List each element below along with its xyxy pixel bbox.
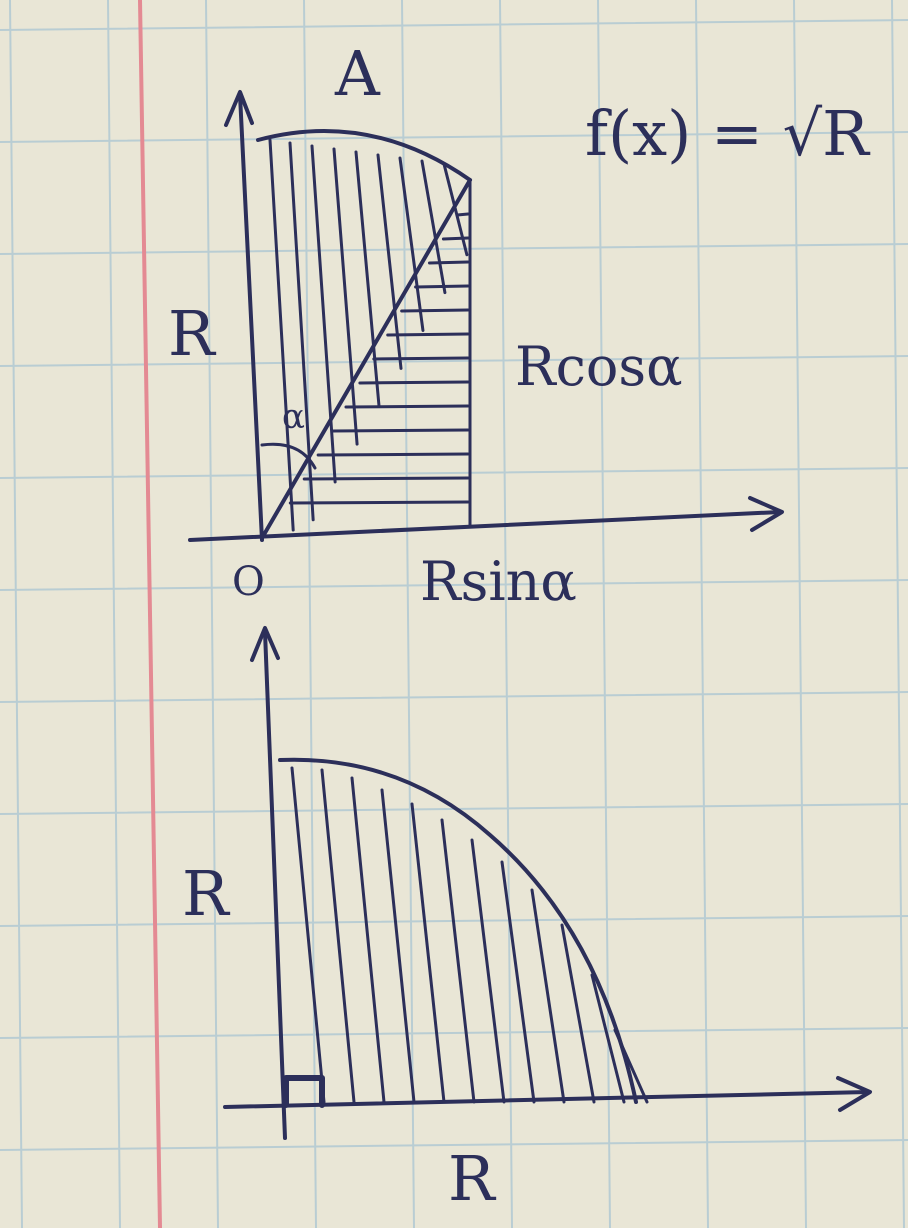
grid-line-vertical <box>9 0 23 1228</box>
hatch-stroke <box>530 888 566 1104</box>
hatch-stroke <box>288 141 315 522</box>
hatch-stroke <box>268 138 295 532</box>
fig2-x-label: R <box>448 1142 497 1215</box>
fig2-x-axis <box>223 1090 870 1109</box>
grid-line-vertical <box>205 0 219 1228</box>
fig1-x-axis <box>188 510 782 542</box>
hatch-stroke <box>376 153 403 370</box>
hatch-stroke <box>441 236 470 241</box>
grid-line-vertical <box>793 0 807 1228</box>
fig1-angle-label: α <box>282 397 305 437</box>
formula-text: f(x) = √R <box>585 97 871 170</box>
hatch-stroke <box>470 838 506 1104</box>
hatch-stroke <box>358 380 470 385</box>
fig2-y-axis <box>263 630 287 1140</box>
grid-line-horizontal <box>0 131 908 143</box>
grid-line-horizontal <box>0 1027 908 1039</box>
hatch-stroke <box>414 284 470 289</box>
fig1-bottom-label: Rsinα <box>420 550 577 613</box>
hatch-stroke <box>560 923 596 1104</box>
hatch-stroke <box>372 356 470 361</box>
hatch-stroke <box>386 332 470 337</box>
grid-line-vertical <box>597 0 611 1228</box>
fig1-vertical-hatching <box>268 138 469 532</box>
margin-line <box>138 0 162 1228</box>
hatch-stroke <box>288 500 470 505</box>
hatch-stroke <box>380 788 416 1104</box>
grid-line-horizontal <box>0 243 908 255</box>
fig1-right-label: Rcosα <box>515 335 683 398</box>
hatch-stroke <box>398 156 425 332</box>
hatch-stroke <box>320 768 356 1104</box>
grid-line-vertical <box>401 0 415 1228</box>
hatch-stroke <box>613 1028 649 1104</box>
fig2-right-angle-mark <box>283 1075 325 1108</box>
hatch-stroke <box>455 212 470 217</box>
grid-line-vertical <box>303 0 317 1228</box>
hatch-stroke <box>400 308 470 313</box>
grid-line-vertical <box>107 0 121 1228</box>
fig1-x-axis-arrow <box>748 496 784 532</box>
hatch-stroke <box>500 860 536 1104</box>
fig2-quarter-arc <box>278 757 638 1104</box>
hatch-stroke <box>302 476 470 481</box>
fig1-horizontal-hatching <box>288 212 470 505</box>
grid-line-horizontal <box>0 467 908 479</box>
fig1-y-axis-arrow <box>224 90 254 127</box>
grid-line-vertical <box>499 0 513 1228</box>
fig1-point-label: A <box>334 37 381 110</box>
fig2-x-axis-arrow <box>836 1076 872 1112</box>
hatch-stroke <box>316 452 470 457</box>
hatch-stroke <box>330 428 470 433</box>
hatch-stroke <box>354 150 381 408</box>
hatch-stroke <box>440 818 476 1104</box>
fig2-y-axis-arrow <box>250 626 280 662</box>
fig1-y-axis <box>238 93 264 542</box>
fig1-y-label: R <box>168 297 217 370</box>
figure-2: R R <box>182 626 872 1215</box>
fig1-angle-arc <box>260 442 317 470</box>
fig1-origin-label: O <box>232 559 265 605</box>
hatch-stroke <box>350 776 386 1104</box>
grid-line-horizontal <box>0 19 908 31</box>
hatch-stroke <box>332 147 359 446</box>
hatch-stroke <box>290 766 326 1104</box>
grid-line-horizontal <box>0 691 908 703</box>
hatch-stroke <box>420 159 447 295</box>
hatch-stroke <box>344 404 470 409</box>
hatch-stroke <box>310 144 337 484</box>
grid-line-horizontal <box>0 355 908 367</box>
grid-line-horizontal <box>0 1139 908 1151</box>
hatch-stroke <box>590 973 626 1104</box>
hatch-stroke <box>410 802 446 1104</box>
fig2-hatching <box>290 766 649 1104</box>
hatch-stroke <box>428 260 470 265</box>
fig2-y-label: R <box>182 857 231 930</box>
figure-1: A R α Rcosα Rsinα O <box>168 37 784 613</box>
grid-line-vertical <box>695 0 709 1228</box>
grid-line-vertical <box>891 0 905 1228</box>
